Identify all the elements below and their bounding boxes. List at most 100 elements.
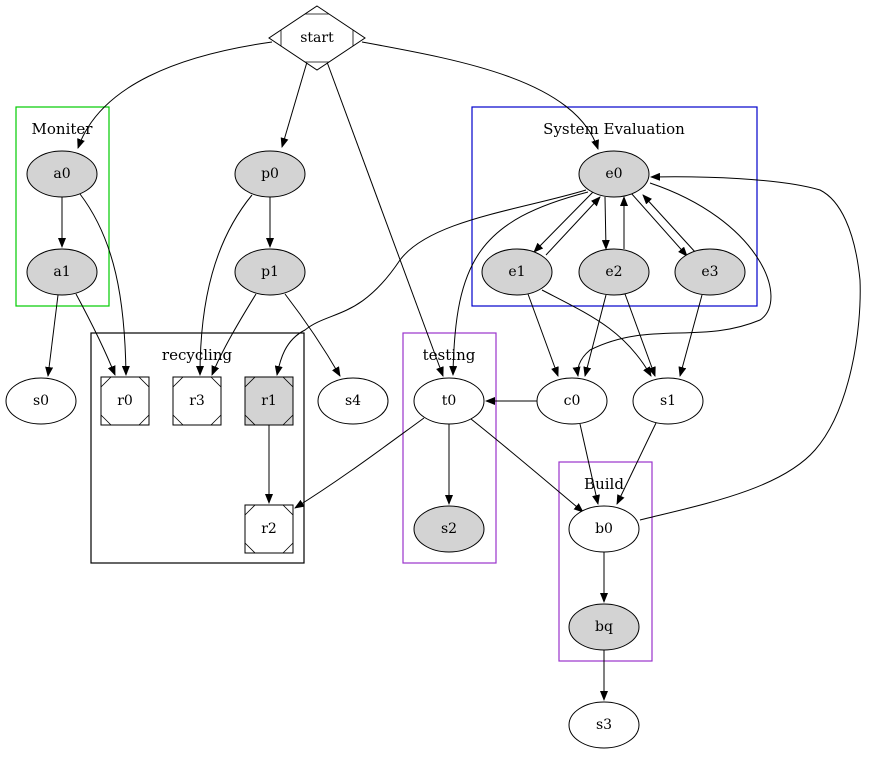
node-e0[interactable]: e0 [578,150,650,198]
node-r3[interactable]: r3 [172,376,222,426]
cluster-label: Moniter [32,120,94,138]
edge-t0-to-r2 [294,417,425,509]
node-label: c0 [564,393,581,409]
node-p1[interactable]: p1 [234,248,306,296]
node-label: s4 [345,393,361,409]
cluster-border [402,332,497,564]
node-c0[interactable]: c0 [536,377,608,425]
ellipse-shape [568,505,640,553]
node-label: p1 [261,264,279,280]
node-label: r1 [261,393,277,409]
cluster-border [558,461,653,662]
node-label: r0 [117,393,133,409]
node-s3[interactable]: s3 [568,701,640,749]
edge-start-to-t0 [326,61,444,377]
node-start[interactable]: start [268,5,366,71]
node-p0[interactable]: p0 [234,150,306,198]
ellipse-shape [568,701,640,749]
cluster-label: System Evaluation [543,120,685,138]
ellipse-shape [481,248,553,296]
node-s2[interactable]: s2 [413,505,485,553]
diamond-marks [280,13,354,63]
node-label: e1 [508,264,525,280]
node-label: s3 [596,717,612,733]
cluster-border [471,106,758,307]
node-r2[interactable]: r2 [244,504,294,554]
node-a1[interactable]: a1 [26,248,98,296]
corner-marks [100,376,150,426]
node-s1[interactable]: s1 [632,377,704,425]
edge-e0-to-e1 [533,190,595,253]
edge-start-to-p0 [280,61,308,148]
node-s0[interactable]: s0 [5,377,77,425]
ellipse-shape [568,603,640,651]
node-label: e2 [605,264,622,280]
cluster-testing: testing [402,332,497,564]
node-label: s2 [441,521,457,537]
cluster-label: Build [584,475,624,493]
edge-e0-to-t0 [449,191,589,376]
ellipse-shape [5,377,77,425]
node-s4[interactable]: s4 [317,377,389,425]
node-label: a1 [53,264,70,280]
node-label: b0 [595,521,613,537]
node-e1[interactable]: e1 [481,248,553,296]
square-shape [172,376,222,426]
edge-b0-to-e0 [639,172,861,521]
square-shape [244,376,294,426]
node-r0[interactable]: r0 [100,376,150,426]
edge-e0-to-r1 [274,189,587,376]
node-label: bq [595,619,613,635]
edge-a0-to-r0 [79,193,130,376]
ellipse-shape [26,150,98,198]
edge-e1-to-c0 [527,293,559,377]
corner-marks [244,504,294,554]
node-label: p0 [261,166,279,182]
cluster-border [15,106,110,307]
clusters-layer: Moniter System Evaluation recycling testing… [15,106,758,662]
edge-p1-to-r3 [211,293,257,376]
diamond-shape [268,5,366,71]
edge-e0-to-c0 [572,182,772,377]
cluster-label: testing [423,346,476,364]
corner-marks [172,376,222,426]
ellipse-shape [26,248,98,296]
edge-start-to-e0 [361,41,599,150]
edge-a1-to-r0 [75,293,116,376]
node-e2[interactable]: e2 [578,248,650,296]
edge-a1-to-s0 [45,294,59,377]
cluster-label: recycling [162,346,233,364]
node-label: r2 [261,521,277,537]
cluster-border [90,332,305,564]
edge-p0-to-r3 [196,194,253,376]
ellipse-shape [413,505,485,553]
node-b0[interactable]: b0 [568,505,640,553]
node-label: e0 [605,166,622,182]
edge-p1-to-s4 [284,293,341,377]
node-label: s1 [660,393,676,409]
node-label: r3 [189,393,205,409]
ellipse-shape [632,377,704,425]
edge-e1-to-e0 [545,196,601,256]
square-shape [244,504,294,554]
node-label: a0 [53,166,70,182]
ellipse-shape [317,377,389,425]
edge-e2-to-c0 [583,294,607,377]
edge-s1-to-b0 [616,422,657,505]
cluster-system-evaluation: System Evaluation [471,106,758,307]
node-label: start [300,30,334,46]
ellipse-shape [578,248,650,296]
node-e3[interactable]: e3 [674,248,746,296]
node-t0[interactable]: t0 [413,377,485,425]
node-r1[interactable]: r1 [244,376,294,426]
node-bq[interactable]: bq [568,603,640,651]
edge-start-to-a0 [77,41,273,149]
nodes-layer: start a0 a1 p0 p1 e0 e1 e2 e3 s0 r0 r3 r1 r2 s4 t0 s2 c0 s… [5,5,746,749]
ellipse-shape [536,377,608,425]
edge-t0-to-b0 [470,418,584,513]
edge-e2-to-s1 [624,293,656,377]
node-label: t0 [442,393,457,409]
edge-e0-to-e2 [601,196,610,250]
node-a0[interactable]: a0 [26,150,98,198]
ellipse-shape [413,377,485,425]
